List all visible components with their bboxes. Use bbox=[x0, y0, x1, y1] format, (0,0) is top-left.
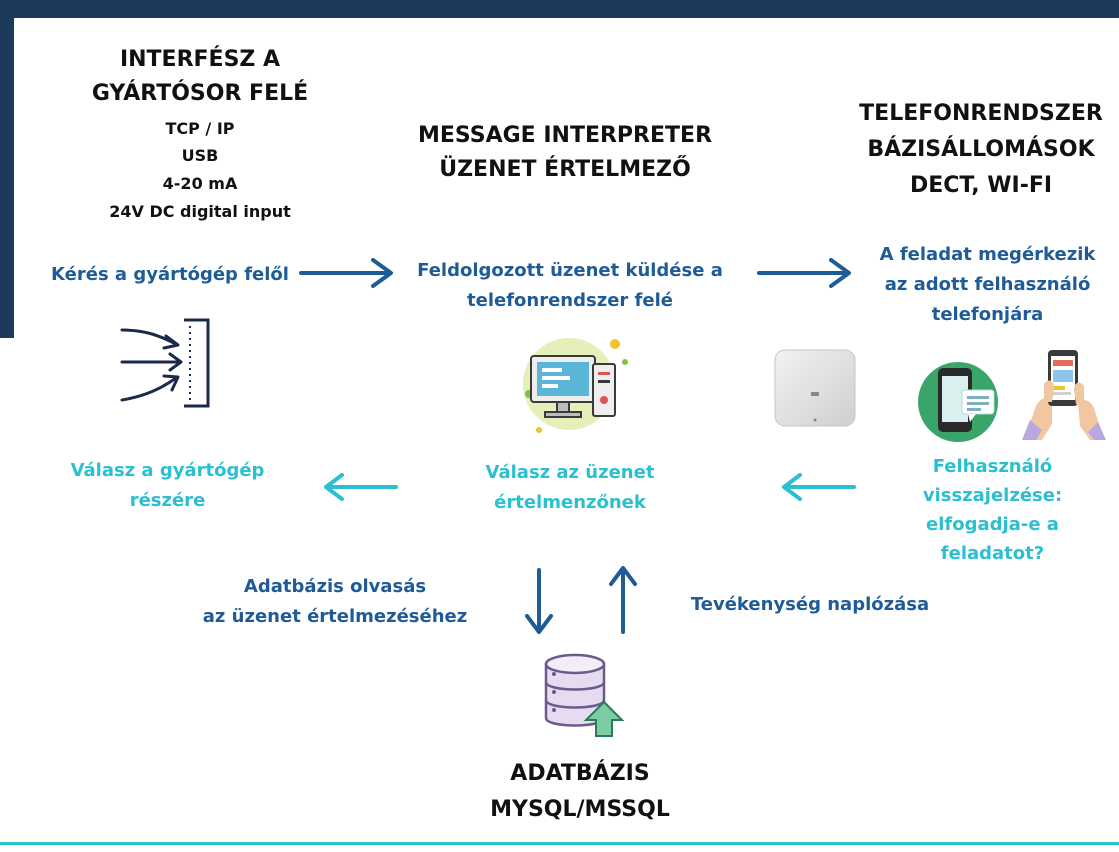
database-title-line2: MYSQL/MSSQL bbox=[490, 797, 670, 822]
task-arrives-line1: A feladat megérkezik bbox=[879, 244, 1096, 265]
frame-bottom-line bbox=[0, 842, 1119, 845]
task-arrives-line3: telefonjára bbox=[931, 304, 1044, 325]
arrow-right-icon bbox=[755, 256, 855, 290]
activity-logging-label: Tevékenység naplózása bbox=[690, 594, 930, 615]
phone-system-title-line3: DECT, WI-FI bbox=[909, 173, 1053, 198]
db-read-line2: az üzenet értelmezéséhez bbox=[202, 606, 468, 627]
computer-icon bbox=[513, 330, 633, 440]
reply-to-machine-line1: Válasz a gyártógép bbox=[70, 460, 265, 481]
user-feedback-line3: elfogadja-e a bbox=[926, 514, 1059, 535]
arrow-up-icon bbox=[606, 562, 640, 636]
processed-message-line2: telefonrendszer felé bbox=[467, 290, 673, 311]
reply-to-interpreter-line1: Válasz az üzenet bbox=[485, 462, 655, 483]
interface-title-line2: GYÁRTÓSOR FELÉ bbox=[91, 81, 309, 106]
database-title-line1: ADATBÁZIS bbox=[510, 761, 650, 786]
request-from-machine-label: Kérés a gyártógép felől bbox=[51, 264, 289, 285]
arrow-left-icon bbox=[320, 470, 400, 504]
interface-item-4-20ma: 4-20 mA bbox=[162, 174, 238, 193]
task-arrives-line2: az adott felhasználó bbox=[884, 274, 1091, 295]
database-icon bbox=[538, 650, 628, 740]
reply-to-machine-line2: részére bbox=[129, 490, 206, 511]
phone-system-title-line1: TELEFONRENDSZER bbox=[859, 101, 1103, 126]
arrow-right-icon bbox=[297, 256, 397, 290]
processed-message-line1: Feldolgozott üzenet küldése a bbox=[417, 260, 723, 281]
phone-system-title-line2: BÁZISÁLLOMÁSOK bbox=[867, 137, 1095, 162]
arrow-left-icon bbox=[778, 470, 858, 504]
interface-title-line1: INTERFÉSZ A bbox=[119, 47, 281, 72]
db-read-line1: Adatbázis olvasás bbox=[243, 576, 427, 597]
access-point-icon bbox=[773, 348, 857, 428]
hands-phone-icon bbox=[1022, 344, 1106, 440]
user-feedback-line4: feladatot? bbox=[940, 543, 1045, 564]
arrow-down-icon bbox=[522, 566, 556, 638]
phone-message-icon bbox=[918, 360, 1008, 444]
interpreter-title-line2: ÜZENET ÉRTELMEZŐ bbox=[439, 157, 691, 182]
interpreter-title-line1: MESSAGE INTERPRETER bbox=[417, 123, 713, 148]
user-feedback-line2: visszajelzése: bbox=[922, 485, 1063, 506]
interface-item-24v: 24V DC digital input bbox=[109, 202, 291, 221]
interface-item-tcpip: TCP / IP bbox=[165, 119, 235, 138]
frame-top-bar bbox=[0, 0, 1119, 18]
reply-to-interpreter-line2: értelmenzőnek bbox=[494, 492, 646, 513]
frame-left-bar bbox=[0, 0, 14, 338]
interface-item-usb: USB bbox=[181, 146, 219, 165]
input-signal-icon bbox=[118, 316, 218, 412]
user-feedback-line1: Felhasználó bbox=[932, 456, 1053, 477]
